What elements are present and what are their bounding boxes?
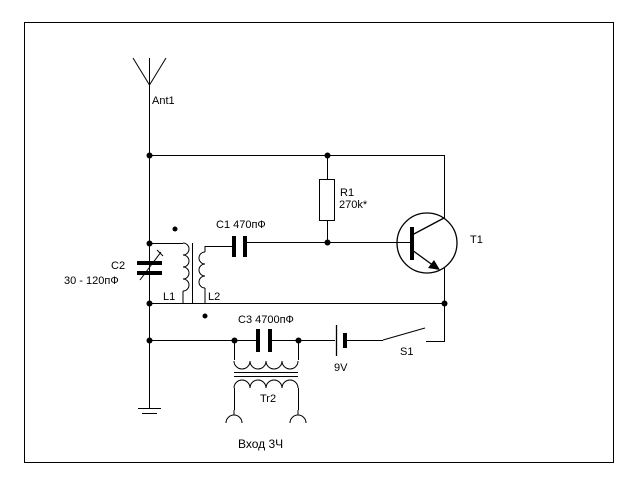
label-c1: C1 470пФ [216, 219, 266, 231]
coil-l2 [198, 246, 232, 304]
resistor-r1 [319, 155, 335, 242]
label-ant1: Ant1 [152, 95, 175, 107]
transistor-t1 [396, 212, 458, 342]
label-c3: C3 4700пФ [238, 314, 294, 326]
switch-s1 [382, 327, 444, 342]
label-r1: R1 [340, 187, 354, 199]
transformer-tr2 [225, 340, 307, 424]
label-c2-value: 30 - 120пФ [64, 275, 119, 287]
variable-capacitor-c2 [137, 243, 164, 281]
label-input: Вход 3Ч [238, 437, 283, 451]
battery-9v [335, 325, 383, 356]
junction-dots [146, 152, 448, 344]
ground-symbol [138, 408, 161, 414]
bottom-rail [149, 329, 335, 352]
label-tr2: Tr2 [260, 393, 276, 405]
label-c2: C2 [111, 260, 125, 272]
antenna-symbol [132, 57, 167, 155]
label-9v: 9V [334, 362, 348, 374]
label-l1: L1 [163, 291, 175, 303]
label-l2: L2 [208, 291, 220, 303]
diagram-frame [24, 22, 614, 463]
capacitor-c1 [232, 236, 410, 257]
label-r1-value: 270k* [339, 199, 368, 211]
label-s1: S1 [400, 346, 413, 358]
label-t1: T1 [470, 234, 483, 246]
